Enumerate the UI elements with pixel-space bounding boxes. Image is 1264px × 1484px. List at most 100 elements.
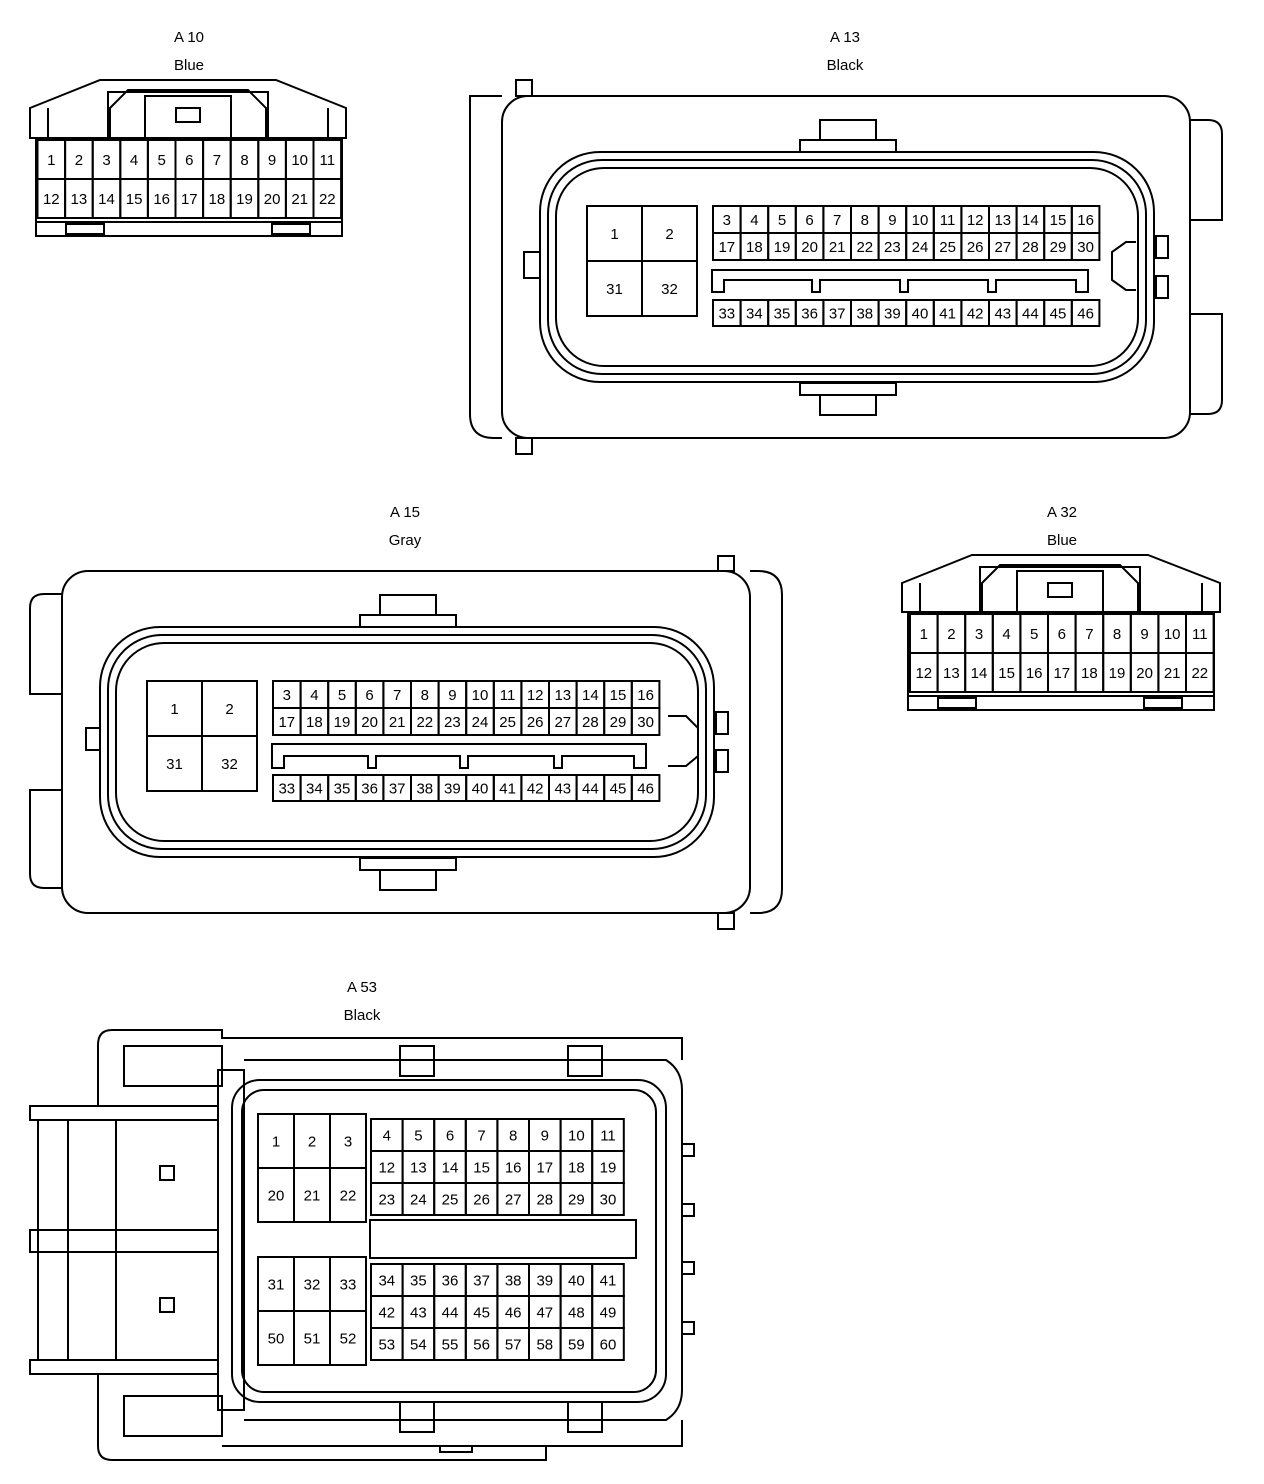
a13-pin-label: 33 bbox=[718, 305, 735, 322]
a53-pin-label: 55 bbox=[442, 1336, 459, 1353]
a13-pin-label: 16 bbox=[1077, 212, 1094, 229]
a53-pin-label: 52 bbox=[340, 1330, 357, 1347]
a15-pin-label: 21 bbox=[389, 714, 406, 731]
a15-pin-label: 22 bbox=[416, 714, 433, 731]
a13-pin-cell bbox=[1070, 299, 1101, 327]
a13-pin-label: 17 bbox=[718, 239, 735, 256]
a13-pin-label: 29 bbox=[1050, 239, 1067, 256]
a53-pin-label: 11 bbox=[600, 1127, 616, 1144]
a53-pin-label: 38 bbox=[505, 1272, 522, 1289]
a53-pin-label: 51 bbox=[304, 1330, 321, 1347]
a13-pin-cell bbox=[641, 260, 698, 317]
a13-pin-cell bbox=[1070, 232, 1101, 261]
a53-pin-label: 43 bbox=[410, 1304, 427, 1321]
a15-pin-label: 40 bbox=[472, 780, 489, 797]
a53-pin-label: 1 bbox=[272, 1133, 280, 1150]
a13-pin-label: 8 bbox=[861, 212, 869, 229]
a53-pin-label: 32 bbox=[304, 1276, 321, 1293]
a32-pin-label: 6 bbox=[1058, 626, 1066, 643]
a10-pin-label: 20 bbox=[264, 191, 281, 208]
a13-color-label: Black bbox=[826, 57, 864, 74]
a13-pin-label: 14 bbox=[1022, 212, 1039, 229]
a15-pin-label: 8 bbox=[421, 687, 429, 704]
a53-pin-label: 23 bbox=[378, 1191, 395, 1208]
a53-pin-label: 57 bbox=[505, 1336, 522, 1353]
a53-pin-label: 42 bbox=[378, 1304, 395, 1321]
a15-pin-label: 18 bbox=[306, 714, 323, 731]
a10-pin-label: 11 bbox=[320, 152, 336, 169]
a53-pin-label: 22 bbox=[340, 1187, 357, 1204]
a15-pin-label: 32 bbox=[221, 756, 238, 773]
a53-pin-label: 41 bbox=[600, 1272, 617, 1289]
a15-pin-label: 5 bbox=[338, 687, 346, 704]
a13-pin-label: 6 bbox=[805, 212, 813, 229]
a13-pin-label: 46 bbox=[1077, 305, 1094, 322]
a53-pin-label: 12 bbox=[378, 1159, 395, 1176]
a32-pin-label: 3 bbox=[975, 626, 983, 643]
a32-color-label: Blue bbox=[1046, 532, 1078, 549]
a13-pin-label: 40 bbox=[912, 305, 929, 322]
a32-pin-label: 17 bbox=[1053, 665, 1070, 682]
a32-pin-label: 19 bbox=[1109, 665, 1126, 682]
a13-pin-label: 18 bbox=[746, 239, 763, 256]
a53-pin-label: 7 bbox=[477, 1127, 485, 1144]
a10-pin-label: 1 bbox=[47, 152, 55, 169]
a13-pin-label: 21 bbox=[829, 239, 846, 256]
a15-pin-label: 27 bbox=[554, 714, 571, 731]
a10-pin-label: 19 bbox=[236, 191, 253, 208]
a15-pin-label: 6 bbox=[365, 687, 373, 704]
a13-pin-label: 9 bbox=[888, 212, 896, 229]
a53-pin-label: 44 bbox=[442, 1304, 459, 1321]
a13-pin-label: 10 bbox=[912, 212, 929, 229]
a53-pin-label: 10 bbox=[568, 1127, 585, 1144]
a32-pin-label: 8 bbox=[1113, 626, 1121, 643]
a53-pin-label: 16 bbox=[505, 1159, 522, 1176]
a32-pin-label: 21 bbox=[1164, 665, 1181, 682]
a13-pin-label: 30 bbox=[1077, 239, 1094, 256]
a53-pin-label: 30 bbox=[600, 1191, 617, 1208]
a53-pin-label: 24 bbox=[410, 1191, 427, 1208]
a13-pin-label: 7 bbox=[833, 212, 841, 229]
a15-pin-label: 23 bbox=[444, 714, 461, 731]
a13-pin-label: 13 bbox=[994, 212, 1011, 229]
a10-pin-label: 3 bbox=[102, 152, 110, 169]
a53-pin-label: 37 bbox=[473, 1272, 490, 1289]
a15-pin-label: 46 bbox=[637, 780, 654, 797]
a15-pin-label: 10 bbox=[472, 687, 489, 704]
a53-pin-cell bbox=[329, 1167, 367, 1223]
a15-pin-label: 16 bbox=[637, 687, 654, 704]
a53-pin-label: 31 bbox=[268, 1276, 285, 1293]
a15-pin-label: 3 bbox=[283, 687, 291, 704]
a32-pin-label: 2 bbox=[947, 626, 955, 643]
a53-pin-label: 45 bbox=[473, 1304, 490, 1321]
a53-pin-label: 8 bbox=[509, 1127, 517, 1144]
a15-pin-label: 20 bbox=[361, 714, 378, 731]
a13-pin-label: 24 bbox=[912, 239, 929, 256]
a13-pin-label: 5 bbox=[778, 212, 786, 229]
a53-pin-cell bbox=[591, 1327, 625, 1361]
a13-id-label: A 13 bbox=[829, 29, 861, 46]
a53-pin-label: 20 bbox=[268, 1187, 285, 1204]
a53-pin-label: 2 bbox=[308, 1133, 316, 1150]
a13-pin-label: 22 bbox=[856, 239, 873, 256]
a15-pin-label: 26 bbox=[527, 714, 544, 731]
a15-pin-label: 1 bbox=[170, 701, 178, 718]
a53-pin-label: 53 bbox=[378, 1336, 395, 1353]
a53-pin-label: 39 bbox=[536, 1272, 553, 1289]
a15-pin-label: 25 bbox=[499, 714, 516, 731]
a13-pin-label: 34 bbox=[746, 305, 763, 322]
a53-pin-label: 35 bbox=[410, 1272, 427, 1289]
a13-pin-label: 41 bbox=[939, 305, 956, 322]
a13-pin-label: 12 bbox=[967, 212, 984, 229]
a53-pin-label: 33 bbox=[340, 1276, 357, 1293]
a13-pin-label: 25 bbox=[939, 239, 956, 256]
a15-pin-label: 12 bbox=[527, 687, 544, 704]
a53-pin-label: 58 bbox=[536, 1336, 553, 1353]
a15-pin-label: 31 bbox=[166, 756, 183, 773]
a32-pin-label: 9 bbox=[1140, 626, 1148, 643]
a15-pin-label: 28 bbox=[582, 714, 599, 731]
a15-pin-label: 38 bbox=[416, 780, 433, 797]
a15-pin-label: 19 bbox=[334, 714, 351, 731]
a53-pin-label: 15 bbox=[473, 1159, 490, 1176]
